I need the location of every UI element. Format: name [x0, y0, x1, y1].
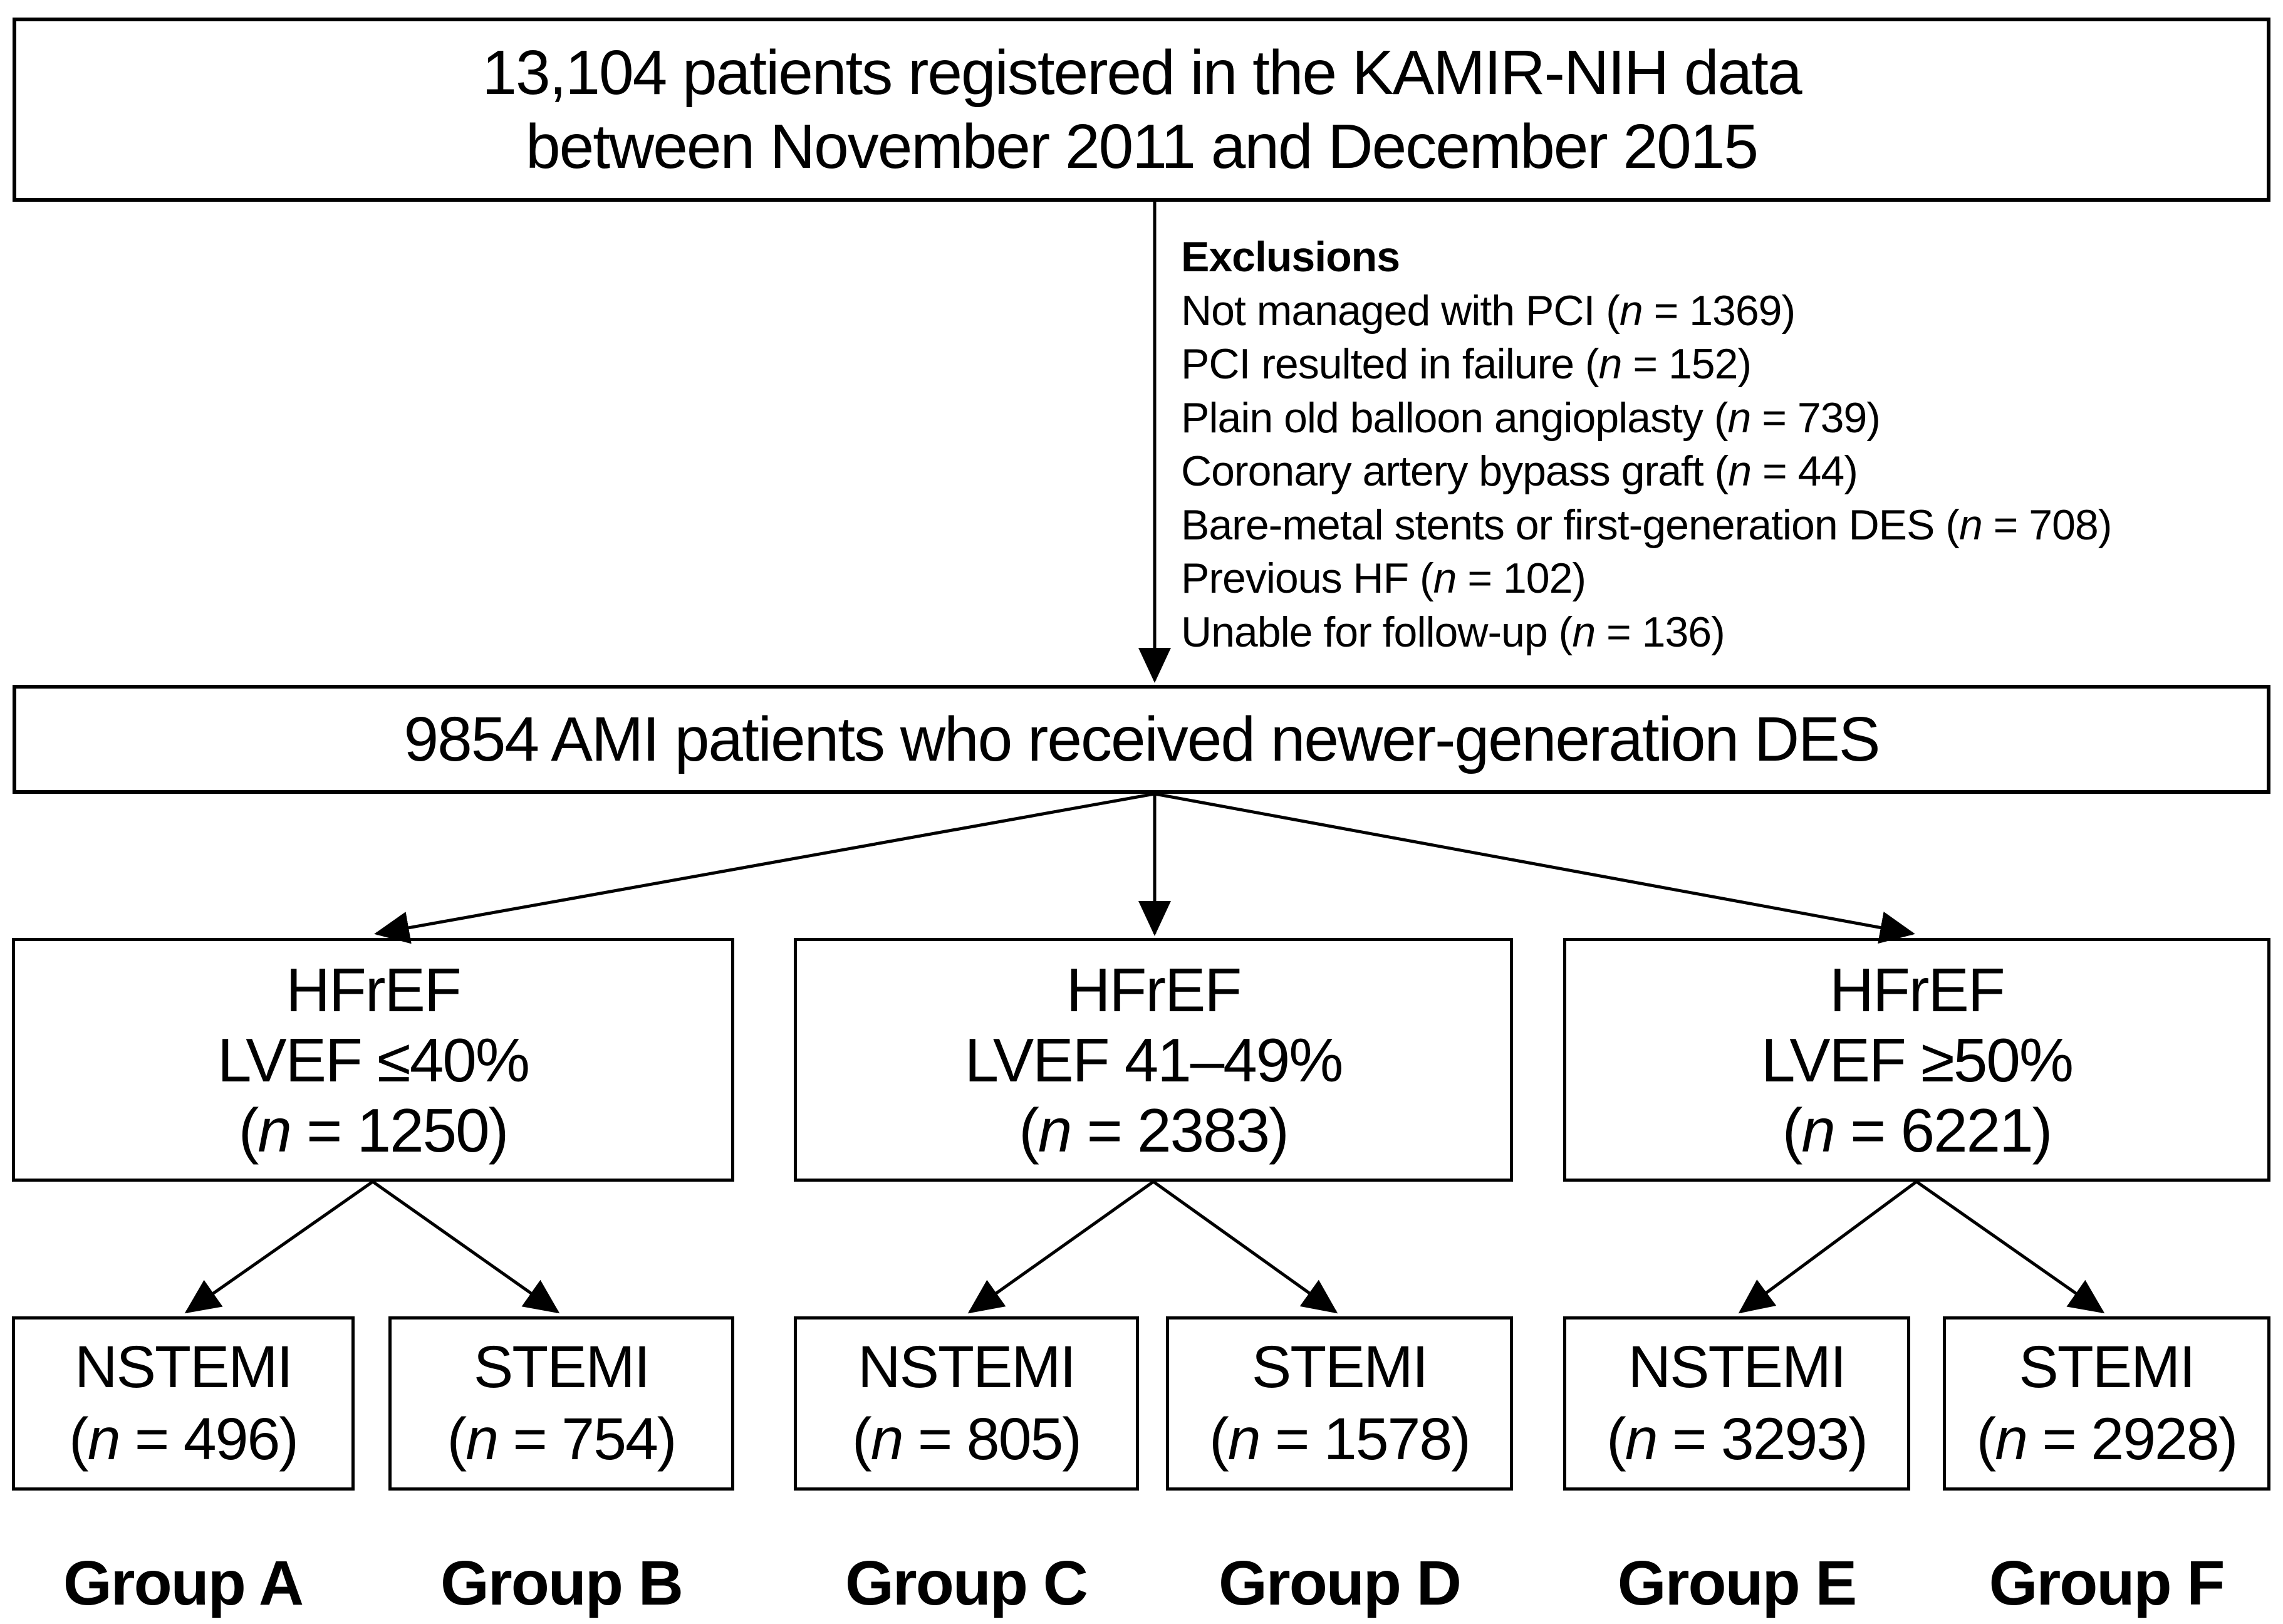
mi-count: (n = 496)	[69, 1406, 299, 1472]
mi-type: STEMI	[473, 1334, 650, 1400]
mi-count: (n = 1578)	[1209, 1406, 1471, 1472]
ef-count: (n = 6221)	[1782, 1095, 2052, 1165]
mi-count: (n = 754)	[447, 1406, 677, 1472]
arrow-ef2-to-nstemi-c	[967, 1180, 1155, 1314]
exclusion-item: Unable for follow-up (n = 136)	[1181, 608, 1725, 656]
ef-range: LVEF ≤40%	[217, 1025, 530, 1095]
arrow-ef3-to-nstemi-e	[1738, 1180, 1918, 1314]
exclusion-item: Plain old balloon angioplasty (n = 739)	[1181, 393, 1881, 442]
mi-box-nstemi-group-c: NSTEMI (n = 805)	[794, 1316, 1139, 1491]
arrow-ef2-to-stemi-d	[1152, 1180, 1338, 1314]
ef-box-lvef-le40: HFrEF LVEF ≤40% (n = 1250)	[12, 938, 734, 1182]
mi-type: NSTEMI	[1628, 1334, 1847, 1400]
group-label-e: Group E	[1617, 1548, 1857, 1618]
cohort-label: 9854 AMI patients who received newer-gen…	[403, 704, 1881, 774]
ef-box-lvef-41-49: HFrEF LVEF 41–49% (n = 2383)	[794, 938, 1513, 1182]
group-label-b: Group B	[440, 1548, 684, 1618]
arrow-cohort-to-ef1	[374, 792, 1155, 944]
ef-count: (n = 1250)	[238, 1095, 509, 1165]
exclusion-item: Bare-metal stents or first-generation DE…	[1181, 501, 2112, 549]
exclusion-item: Coronary artery bypass graft (n = 44)	[1181, 447, 1858, 495]
exclusion-item: Not managed with PCI (n = 1369)	[1181, 286, 1796, 335]
mi-type: NSTEMI	[75, 1334, 293, 1400]
mi-type: NSTEMI	[858, 1334, 1076, 1400]
mi-box-nstemi-group-a: NSTEMI (n = 496)	[12, 1316, 355, 1491]
group-label-f: Group F	[1989, 1548, 2225, 1618]
ef-title: HFrEF	[1829, 955, 2005, 1024]
mi-type: STEMI	[1251, 1334, 1428, 1400]
ef-title: HFrEF	[286, 955, 461, 1024]
mi-box-stemi-group-d: STEMI (n = 1578)	[1166, 1316, 1513, 1491]
ef-count: (n = 2383)	[1019, 1095, 1289, 1165]
group-label-a: Group A	[63, 1548, 304, 1618]
exclusions-block: Exclusions Not managed with PCI (n = 136…	[1181, 231, 2112, 659]
arrow-ef3-to-stemi-f	[1915, 1180, 2105, 1314]
cohort-box: 9854 AMI patients who received newer-gen…	[13, 685, 2270, 794]
ef-box-lvef-ge50: HFrEF LVEF ≥50% (n = 6221)	[1563, 938, 2270, 1182]
exclusion-item: Previous HF (n = 102)	[1181, 554, 1586, 602]
exclusion-item: PCI resulted in failure (n = 152)	[1181, 340, 1752, 388]
mi-box-stemi-group-f: STEMI (n = 2928)	[1943, 1316, 2270, 1491]
arrow-ef1-to-stemi-b	[372, 1180, 560, 1314]
arrow-cohort-to-ef3	[1154, 792, 1915, 944]
registry-box: 13,104 patients registered in the KAMIR-…	[13, 18, 2270, 202]
ef-title: HFrEF	[1066, 955, 1242, 1024]
mi-count: (n = 2928)	[1976, 1406, 2239, 1472]
exclusions-title: Exclusions	[1181, 233, 1400, 281]
registry-line2: between November 2011 and December 2015	[526, 112, 1759, 182]
group-label-d: Group D	[1219, 1548, 1462, 1618]
mi-count: (n = 805)	[852, 1406, 1082, 1472]
mi-box-stemi-group-b: STEMI (n = 754)	[388, 1316, 734, 1491]
mi-type: STEMI	[2019, 1334, 2195, 1400]
mi-count: (n = 3293)	[1606, 1406, 1868, 1472]
ef-range: LVEF 41–49%	[964, 1025, 1344, 1095]
group-label-c: Group C	[845, 1548, 1088, 1618]
arrow-ef1-to-nstemi-a	[184, 1180, 374, 1314]
ef-range: LVEF ≥50%	[1761, 1025, 2074, 1095]
registry-line1: 13,104 patients registered in the KAMIR-…	[482, 38, 1802, 108]
mi-box-nstemi-group-e: NSTEMI (n = 3293)	[1563, 1316, 1910, 1491]
